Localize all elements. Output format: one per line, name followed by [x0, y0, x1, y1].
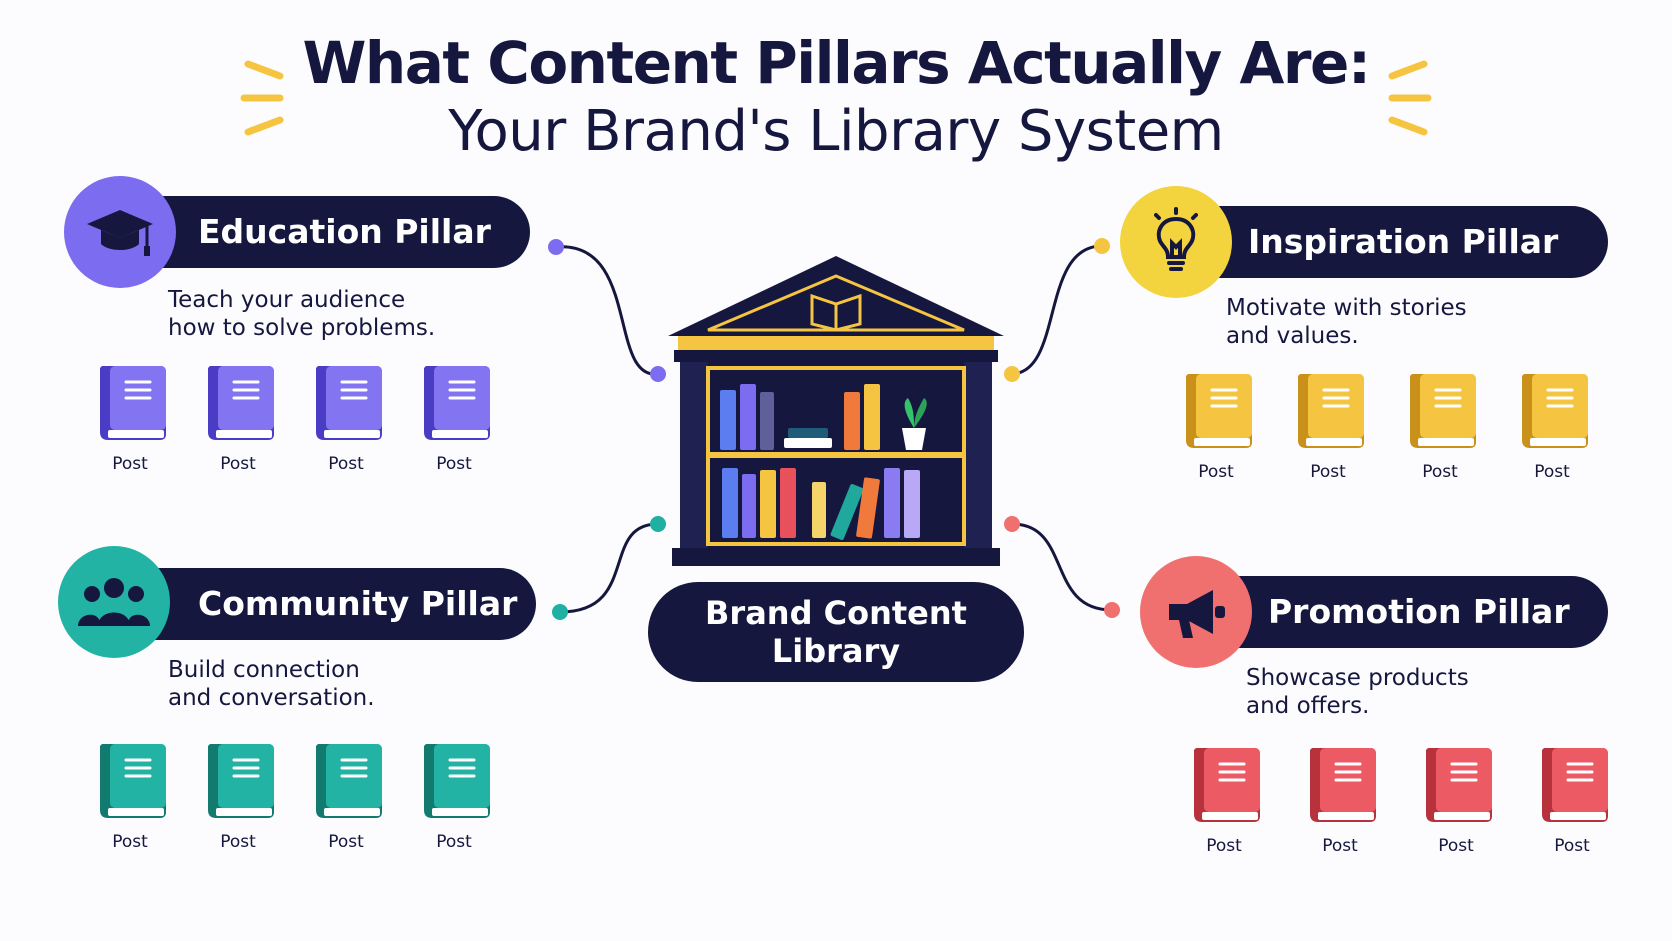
promotion-posts: Post Post Post Post	[1166, 742, 1630, 856]
community-posts: Post Post Post Post	[76, 738, 508, 852]
post-label: Post	[1206, 836, 1242, 856]
library-building	[668, 256, 1004, 566]
title-line-2: Your Brand's Library System	[448, 99, 1224, 164]
community-pillar: Community Pillar	[58, 546, 538, 658]
education-pillar: Education Pillar	[62, 176, 532, 288]
inspiration-posts: Post Post Post Post	[1160, 368, 1608, 482]
post-book[interactable]: Post	[292, 738, 400, 852]
page-title: What Content Pillars Actually Are: Your …	[0, 28, 1672, 166]
post-book[interactable]: Post	[1272, 368, 1384, 482]
post-label: Post	[220, 454, 256, 474]
post-book[interactable]: Post	[184, 738, 292, 852]
shelf-books-bottom	[722, 468, 920, 540]
post-book[interactable]: Post	[1496, 368, 1608, 482]
title-line-1: What Content Pillars Actually Are:	[302, 29, 1371, 97]
post-book[interactable]: Post	[1282, 742, 1398, 856]
people-icon	[58, 546, 170, 658]
post-label: Post	[1554, 836, 1590, 856]
community-pillar-description: Build connection and conversation.	[168, 657, 375, 711]
inspiration-pillar-title: Inspiration Pillar	[1164, 206, 1608, 278]
post-book[interactable]: Post	[1398, 742, 1514, 856]
megaphone-icon	[1140, 556, 1252, 668]
post-book[interactable]: Post	[1166, 742, 1282, 856]
graduation-cap-icon	[64, 176, 176, 288]
sparkle-right-icon	[1388, 60, 1432, 136]
post-label: Post	[1310, 462, 1346, 482]
post-label: Post	[1422, 462, 1458, 482]
community-pillar-title: Community Pillar	[110, 568, 536, 640]
post-label: Post	[1198, 462, 1234, 482]
post-label: Post	[436, 832, 472, 852]
open-book-icon	[810, 293, 862, 332]
post-book[interactable]: Post	[400, 360, 508, 474]
post-label: Post	[328, 832, 364, 852]
post-book[interactable]: Post	[184, 360, 292, 474]
post-label: Post	[436, 454, 472, 474]
promotion-pillar: Promotion Pillar	[1140, 556, 1608, 668]
inspiration-pillar: Inspiration Pillar	[1120, 186, 1608, 298]
post-book[interactable]: Post	[76, 360, 184, 474]
lightbulb-icon	[1120, 186, 1232, 298]
post-label: Post	[220, 832, 256, 852]
post-label: Post	[1322, 836, 1358, 856]
shelf-books-top	[720, 384, 927, 450]
inspiration-pillar-description: Motivate with stories and values.	[1226, 295, 1467, 349]
post-book[interactable]: Post	[1384, 368, 1496, 482]
education-pillar-description: Teach your audience how to solve problem…	[168, 287, 436, 341]
post-book[interactable]: Post	[76, 738, 184, 852]
post-label: Post	[328, 454, 364, 474]
sparkle-left-icon	[240, 60, 284, 136]
post-book[interactable]: Post	[1160, 368, 1272, 482]
brand-content-library-label: Brand Content Library	[648, 582, 1024, 682]
post-book[interactable]: Post	[400, 738, 508, 852]
education-pillar-title: Education Pillar	[110, 196, 530, 268]
post-book[interactable]: Post	[292, 360, 400, 474]
promotion-pillar-description: Showcase products and offers.	[1246, 665, 1469, 719]
promotion-pillar-title: Promotion Pillar	[1184, 576, 1608, 648]
post-book[interactable]: Post	[1514, 742, 1630, 856]
post-label: Post	[1534, 462, 1570, 482]
education-posts: Post Post Post Post	[76, 360, 508, 474]
post-label: Post	[112, 832, 148, 852]
post-label: Post	[112, 454, 148, 474]
post-label: Post	[1438, 836, 1474, 856]
